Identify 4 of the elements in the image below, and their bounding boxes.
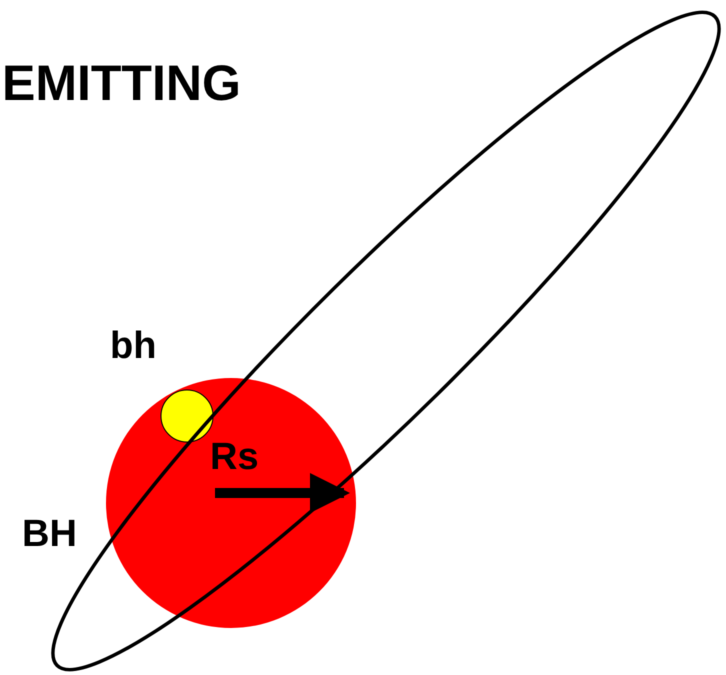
- small-body-label: bh: [110, 327, 156, 365]
- large-body-label: BH: [22, 515, 77, 553]
- radius-label: Rs: [210, 438, 259, 476]
- title-text: EMITTING: [2, 58, 241, 108]
